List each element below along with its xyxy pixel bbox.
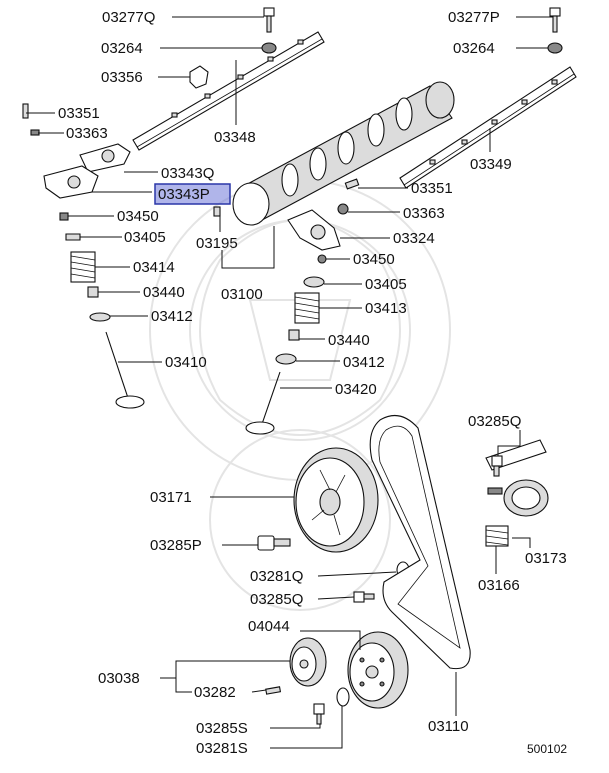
valve-spring-03413[interactable]	[294, 292, 320, 324]
bolt-03285p[interactable]	[257, 535, 291, 551]
label-03173[interactable]: 03173	[525, 550, 567, 567]
label-03413[interactable]: 03413	[365, 300, 407, 317]
valve-03420[interactable]	[245, 371, 281, 435]
label-03363-left[interactable]: 03363	[66, 125, 108, 142]
label-03285s[interactable]: 03285S	[196, 720, 248, 737]
timing-belt-03110[interactable]	[369, 414, 471, 670]
part-03450-right[interactable]	[317, 254, 327, 264]
adjust-screw-03351-left[interactable]	[22, 103, 29, 119]
rocker-arm-03343q[interactable]	[79, 143, 131, 173]
bolt-03285q-lower[interactable]	[353, 591, 375, 603]
label-03356[interactable]: 03356	[101, 69, 143, 86]
label-03285p[interactable]: 03285P	[150, 537, 202, 554]
label-03343p[interactable]: 03343P	[158, 186, 210, 203]
label-03351-left[interactable]: 03351	[58, 105, 100, 122]
label-03414[interactable]: 03414	[133, 259, 175, 276]
leader-lines	[26, 16, 553, 749]
label-03264-left[interactable]: 03264	[101, 40, 143, 57]
adjust-screw-03351-right[interactable]	[344, 178, 360, 190]
spring-seat-03412-left[interactable]	[89, 312, 111, 322]
label-03324[interactable]: 03324	[393, 230, 435, 247]
key-03282[interactable]	[265, 686, 282, 695]
camshaft-03100[interactable]	[232, 81, 455, 226]
callout-labels[interactable]: 03277Q 03264 03356 03351 03363 03348 033…	[58, 9, 567, 757]
retainer-03405-left[interactable]	[65, 233, 81, 241]
label-03348[interactable]: 03348	[214, 129, 256, 146]
camshaft-sprocket-03171[interactable]	[293, 447, 379, 553]
tensioner-spring-03166[interactable]	[485, 525, 509, 547]
bolt-03277q[interactable]	[263, 7, 275, 33]
label-03195[interactable]: 03195	[196, 235, 238, 252]
clip-03356[interactable]	[189, 65, 209, 89]
nut-03363-left[interactable]	[30, 129, 40, 136]
label-03277q[interactable]: 03277Q	[102, 9, 155, 26]
washer-03264-left[interactable]	[261, 42, 277, 54]
rocker-shaft-left[interactable]	[132, 31, 325, 151]
label-03412-right[interactable]: 03412	[343, 354, 385, 371]
label-04044[interactable]: 04044	[248, 618, 290, 635]
label-03285q-upper[interactable]: 03285Q	[468, 413, 521, 430]
label-03285q-lower[interactable]: 03285Q	[250, 591, 303, 608]
label-03281q[interactable]: 03281Q	[250, 568, 303, 585]
part-03450-left[interactable]	[59, 212, 69, 221]
label-03282[interactable]: 03282	[194, 684, 236, 701]
washer-03264-right[interactable]	[547, 42, 563, 54]
label-03281s[interactable]: 03281S	[196, 740, 248, 757]
label-03450-left[interactable]: 03450	[117, 208, 159, 225]
valve-03410[interactable]	[105, 331, 145, 409]
label-03450-right[interactable]: 03450	[353, 251, 395, 268]
stem-seal-03440-left[interactable]	[87, 286, 99, 298]
bolt-03285q-upper[interactable]	[491, 455, 503, 477]
label-03410[interactable]: 03410	[165, 354, 207, 371]
label-03038[interactable]: 03038	[98, 670, 140, 687]
label-03440-right[interactable]: 03440	[328, 332, 370, 349]
washer-03281s[interactable]	[336, 687, 350, 707]
label-03349[interactable]: 03349	[470, 156, 512, 173]
retainer-03405-right[interactable]	[303, 276, 325, 288]
valve-spring-03414[interactable]	[70, 251, 96, 283]
label-03405-right[interactable]: 03405	[365, 276, 407, 293]
label-03166[interactable]: 03166	[478, 577, 520, 594]
label-03171[interactable]: 03171	[150, 489, 192, 506]
rocker-shaft-right[interactable]	[399, 66, 577, 189]
stem-seal-03440-right[interactable]	[288, 329, 300, 341]
label-03351-right[interactable]: 03351	[411, 180, 453, 197]
rocker-arm-03324[interactable]	[287, 209, 341, 251]
label-03110[interactable]: 03110	[428, 718, 469, 735]
selected-part-highlight	[154, 183, 231, 205]
idler-pulley-04044[interactable]	[347, 631, 409, 709]
crank-sprocket-03038[interactable]	[289, 637, 327, 687]
tensioner-03173[interactable]	[485, 439, 549, 517]
label-03277p[interactable]: 03277P	[448, 9, 500, 26]
label-03264-right[interactable]: 03264	[453, 40, 495, 57]
bolt-03285s[interactable]	[313, 703, 325, 725]
label-03100[interactable]: 03100	[221, 286, 263, 303]
label-03343q[interactable]: 03343Q	[161, 165, 214, 182]
label-03420[interactable]: 03420	[335, 381, 377, 398]
pin-03195[interactable]	[213, 206, 221, 217]
label-03405-left[interactable]: 03405	[124, 229, 166, 246]
rocker-arm-03343p[interactable]	[43, 165, 99, 199]
bolt-03277p[interactable]	[549, 7, 561, 33]
nut-03363-right[interactable]	[337, 203, 349, 215]
label-03412-left[interactable]: 03412	[151, 308, 193, 325]
label-03363-right[interactable]: 03363	[403, 205, 445, 222]
diagram-code: 500102	[527, 742, 567, 756]
spring-seat-03412-right[interactable]	[275, 353, 297, 365]
label-03440-left[interactable]: 03440	[143, 284, 185, 301]
